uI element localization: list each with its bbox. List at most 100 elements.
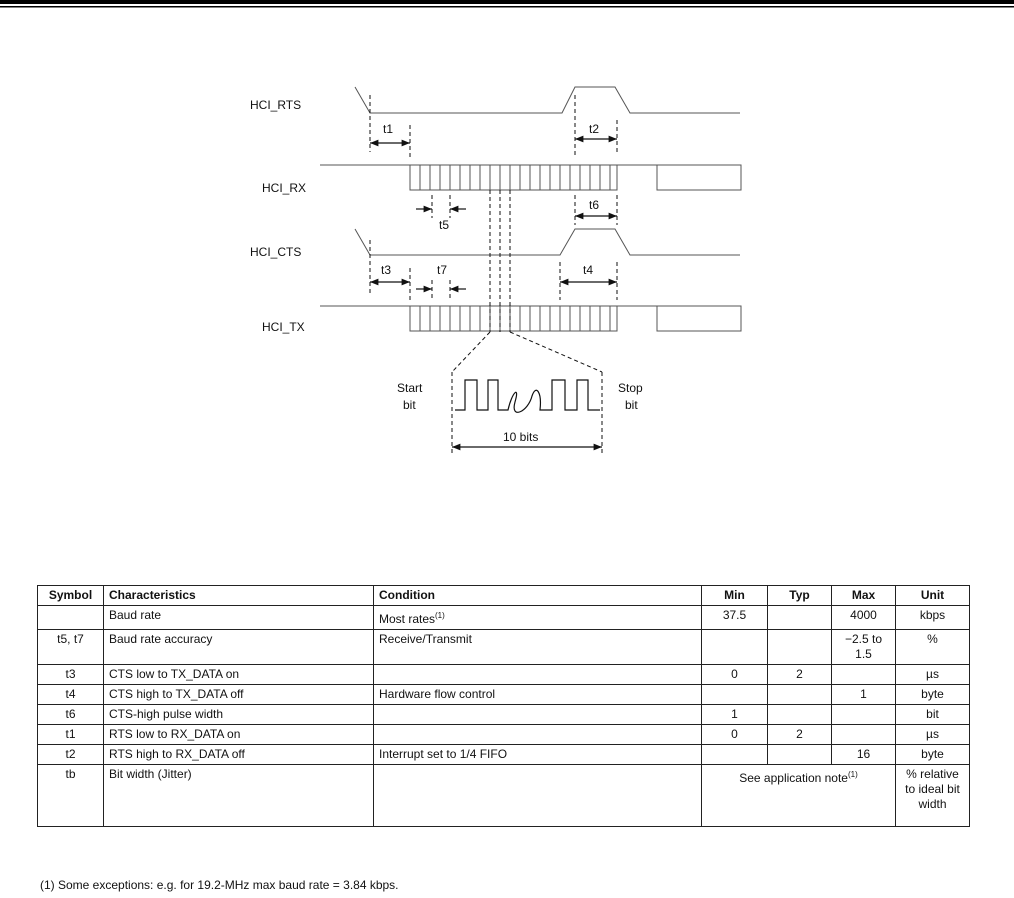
cell-max: 16 bbox=[831, 744, 896, 765]
timing-label-t1: t1 bbox=[383, 122, 393, 136]
signal-label-hci-rts: HCI_RTS bbox=[250, 98, 301, 112]
table-row: t4 CTS high to TX_DATA off Hardware flow… bbox=[37, 684, 970, 705]
table-row: t3 CTS low to TX_DATA on 0 2 µs bbox=[37, 664, 970, 685]
cell-min bbox=[701, 629, 768, 665]
cell-typ: 2 bbox=[767, 724, 832, 745]
cell-max: −2.5 to 1.5 bbox=[831, 629, 896, 665]
timing-diagram: HCI_RTS HCI_RX HCI_CTS HCI_TX bbox=[250, 86, 742, 455]
cell-symbol: t6 bbox=[37, 704, 104, 725]
table-row: t2 RTS high to RX_DATA off Interrupt set… bbox=[37, 744, 970, 765]
table-row: tb Bit width (Jitter) See application no… bbox=[37, 764, 970, 827]
start-bit-label-line2: bit bbox=[403, 398, 416, 412]
cell-condition: Receive/Transmit bbox=[373, 629, 702, 665]
cell-typ bbox=[767, 704, 832, 725]
cell-min: 0 bbox=[701, 724, 768, 745]
cell-max bbox=[831, 664, 896, 685]
cell-unit: byte bbox=[895, 684, 970, 705]
cell-max: 1 bbox=[831, 684, 896, 705]
header-symbol: Symbol bbox=[37, 585, 104, 606]
cell-see-application-note: See application note(1) bbox=[701, 764, 896, 827]
cell-min: 1 bbox=[701, 704, 768, 725]
cell-symbol: t3 bbox=[37, 664, 104, 685]
cell-unit: % relative to ideal bit width bbox=[895, 764, 970, 827]
timing-label-t4: t4 bbox=[583, 263, 593, 277]
cell-typ bbox=[767, 629, 832, 665]
cell-unit: byte bbox=[895, 744, 970, 765]
cell-characteristic: RTS high to RX_DATA off bbox=[103, 744, 374, 765]
cell-condition: Interrupt set to 1/4 FIFO bbox=[373, 744, 702, 765]
cell-condition bbox=[373, 764, 702, 827]
header-rule bbox=[0, 0, 1014, 8]
footnote-ref: (1) bbox=[847, 770, 858, 779]
cell-condition: Most rates(1) bbox=[373, 605, 702, 630]
table-row: t1 RTS low to RX_DATA on 0 2 µs bbox=[37, 724, 970, 745]
cell-unit: µs bbox=[895, 664, 970, 685]
header-characteristics: Characteristics bbox=[103, 585, 374, 606]
header-min: Min bbox=[701, 585, 768, 606]
cell-min bbox=[701, 744, 768, 765]
dashed-guides bbox=[369, 95, 618, 455]
footnote-ref: (1) bbox=[435, 611, 445, 620]
cell-max: 4000 bbox=[831, 605, 896, 630]
cell-symbol: t1 bbox=[37, 724, 104, 745]
stop-bit-label-line2: bit bbox=[625, 398, 638, 412]
timing-label-t2: t2 bbox=[589, 122, 599, 136]
table-row: t5, t7 Baud rate accuracy Receive/Transm… bbox=[37, 629, 970, 665]
timing-label-t3: t3 bbox=[381, 263, 391, 277]
cell-symbol: tb bbox=[37, 764, 104, 827]
bit-frame-waveform bbox=[455, 379, 600, 413]
header-typ: Typ bbox=[767, 585, 832, 606]
signal-label-hci-rx: HCI_RX bbox=[262, 181, 306, 195]
cell-symbol bbox=[37, 605, 104, 630]
timing-label-t5: t5 bbox=[439, 218, 449, 232]
table-header-row: Symbol Characteristics Condition Min Typ… bbox=[37, 585, 970, 606]
table-row: t6 CTS-high pulse width 1 bit bbox=[37, 704, 970, 725]
cell-characteristic: Baud rate accuracy bbox=[103, 629, 374, 665]
cell-characteristic: RTS low to RX_DATA on bbox=[103, 724, 374, 745]
header-max: Max bbox=[831, 585, 896, 606]
cell-unit: % bbox=[895, 629, 970, 665]
start-bit-label-line1: Start bbox=[397, 381, 423, 395]
cell-max bbox=[831, 724, 896, 745]
header-condition: Condition bbox=[373, 585, 702, 606]
cell-symbol: t5, t7 bbox=[37, 629, 104, 665]
footnote: (1) Some exceptions: e.g. for 19.2-MHz m… bbox=[40, 878, 399, 892]
cell-min: 37.5 bbox=[701, 605, 768, 630]
cell-min bbox=[701, 684, 768, 705]
cell-unit: µs bbox=[895, 724, 970, 745]
timing-arrows bbox=[370, 135, 617, 451]
cell-unit: kbps bbox=[895, 605, 970, 630]
cell-symbol: t2 bbox=[37, 744, 104, 765]
signal-label-hci-tx: HCI_TX bbox=[262, 320, 305, 334]
cell-condition bbox=[373, 724, 702, 745]
cell-characteristic: CTS high to TX_DATA off bbox=[103, 684, 374, 705]
cell-min: 0 bbox=[701, 664, 768, 685]
waveform-hci-cts bbox=[354, 228, 740, 256]
cell-condition bbox=[373, 664, 702, 685]
merged-note-text: See application note bbox=[739, 771, 848, 785]
cell-unit: bit bbox=[895, 704, 970, 725]
cell-condition bbox=[373, 704, 702, 725]
cell-typ: 2 bbox=[767, 664, 832, 685]
cell-typ bbox=[767, 605, 832, 630]
table-row: Baud rate Most rates(1) 37.5 4000 kbps bbox=[37, 605, 970, 630]
bit-count-label: 10 bits bbox=[503, 430, 538, 444]
stop-bit-label-line1: Stop bbox=[618, 381, 643, 395]
header-unit: Unit bbox=[895, 585, 970, 606]
cell-characteristic: CTS low to TX_DATA on bbox=[103, 664, 374, 685]
cell-characteristic: Bit width (Jitter) bbox=[103, 764, 374, 827]
cell-symbol: t4 bbox=[37, 684, 104, 705]
cell-typ bbox=[767, 684, 832, 705]
cell-characteristic: Baud rate bbox=[103, 605, 374, 630]
timing-label-t7: t7 bbox=[437, 263, 447, 277]
cell-characteristic: CTS-high pulse width bbox=[103, 704, 374, 725]
waveform-hci-rx bbox=[320, 164, 742, 191]
cell-condition: Hardware flow control bbox=[373, 684, 702, 705]
cell-typ bbox=[767, 744, 832, 765]
waveform-hci-tx bbox=[320, 305, 742, 332]
signal-label-hci-cts: HCI_CTS bbox=[250, 245, 301, 259]
cell-max bbox=[831, 704, 896, 725]
waveform-hci-rts bbox=[354, 86, 740, 114]
uart-timing-table: Symbol Characteristics Condition Min Typ… bbox=[37, 585, 970, 827]
timing-label-t6: t6 bbox=[589, 198, 599, 212]
